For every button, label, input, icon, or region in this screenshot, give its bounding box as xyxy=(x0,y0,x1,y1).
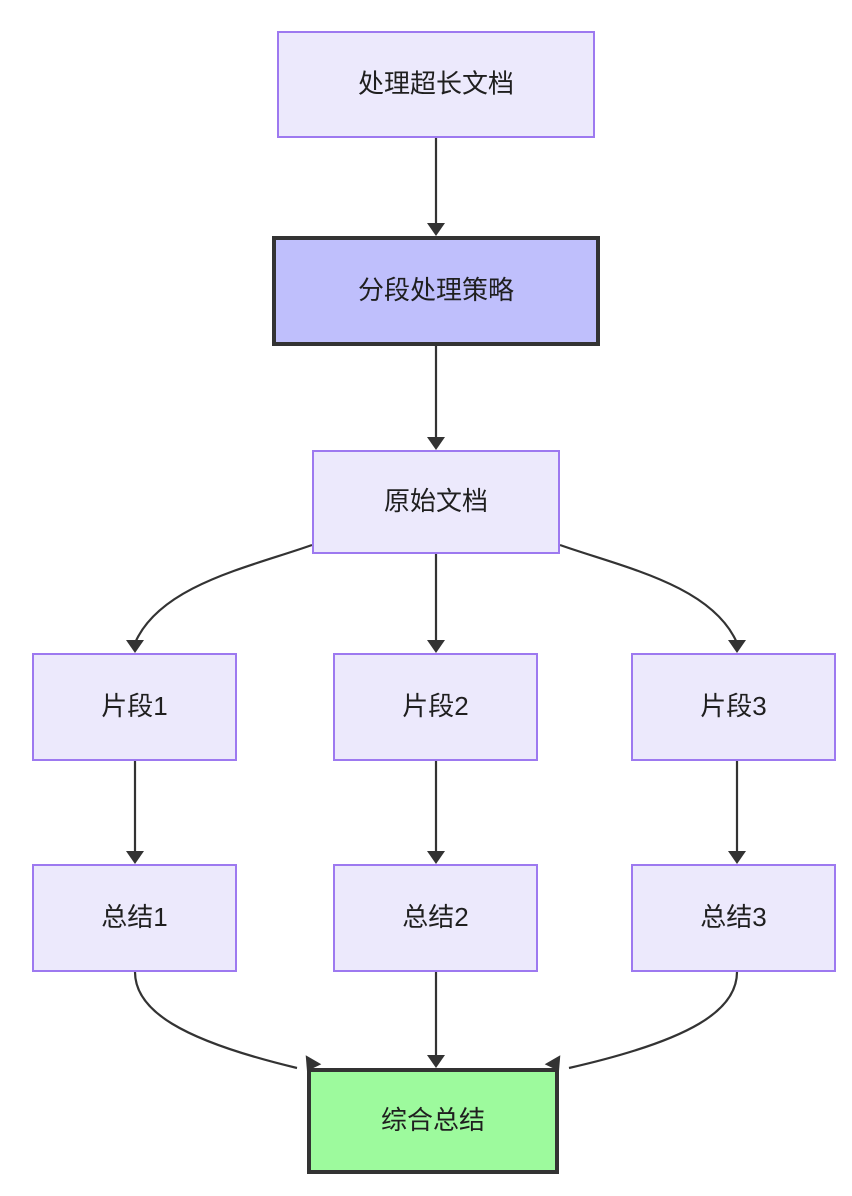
edge-source-doc-to-chunk-2 xyxy=(427,554,445,653)
arrowhead-icon xyxy=(728,851,746,864)
arrowhead-icon xyxy=(544,1055,561,1071)
node-box-summary-2[interactable] xyxy=(333,864,538,972)
edge-chunk-3-to-summary-3 xyxy=(728,761,746,864)
arrowhead-icon xyxy=(427,640,445,653)
edge-source-doc-to-chunk-1 xyxy=(126,543,313,653)
edge-summary-2-to-final-summary xyxy=(427,972,445,1068)
edge-doc-long-to-strategy xyxy=(427,138,445,236)
node-box-chunk-2[interactable] xyxy=(333,653,538,761)
arrowhead-icon xyxy=(728,640,746,653)
node-box-summary-3[interactable] xyxy=(631,864,836,972)
edge-summary-1-to-final-summary xyxy=(133,971,322,1071)
edge-chunk-2-to-summary-2 xyxy=(427,761,445,864)
arrowhead-icon xyxy=(427,1055,445,1068)
node-doc-long[interactable]: 处理超长文档 xyxy=(277,31,595,138)
node-source-doc[interactable]: 原始文档 xyxy=(312,450,560,554)
node-chunk-2[interactable]: 片段2 xyxy=(333,653,538,761)
edge-strategy-to-source-doc xyxy=(427,346,445,450)
arrowhead-icon xyxy=(126,640,144,653)
node-box-final-summary[interactable] xyxy=(307,1068,559,1174)
node-box-chunk-3[interactable] xyxy=(631,653,836,761)
arrowhead-icon xyxy=(427,437,445,450)
arrowhead-icon xyxy=(305,1055,322,1071)
edges-layer xyxy=(126,138,746,1071)
node-chunk-3[interactable]: 片段3 xyxy=(631,653,836,761)
node-final-summary[interactable]: 综合总结 xyxy=(307,1068,559,1174)
node-box-strategy[interactable] xyxy=(272,236,600,346)
node-box-summary-1[interactable] xyxy=(32,864,237,972)
node-summary-1[interactable]: 总结1 xyxy=(32,864,237,972)
edge-chunk-1-to-summary-1 xyxy=(126,761,144,864)
arrowhead-icon xyxy=(427,851,445,864)
node-summary-3[interactable]: 总结3 xyxy=(631,864,836,972)
node-chunk-1[interactable]: 片段1 xyxy=(32,653,237,761)
arrowhead-icon xyxy=(427,223,445,236)
node-box-chunk-1[interactable] xyxy=(32,653,237,761)
node-box-source-doc[interactable] xyxy=(312,450,560,554)
edge-summary-3-to-final-summary xyxy=(544,971,739,1071)
arrowhead-icon xyxy=(126,851,144,864)
node-strategy[interactable]: 分段处理策略 xyxy=(272,236,600,346)
node-summary-2[interactable]: 总结2 xyxy=(333,864,538,972)
edge-source-doc-to-chunk-3 xyxy=(559,543,746,653)
node-box-doc-long[interactable] xyxy=(277,31,595,138)
